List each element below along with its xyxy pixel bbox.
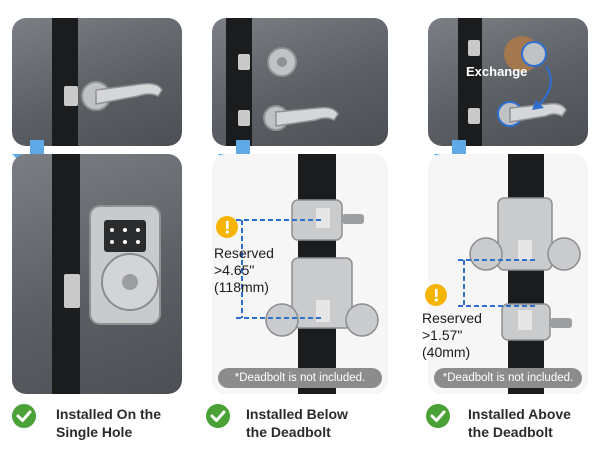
col2-deadbolt-lever-illustration xyxy=(226,18,339,146)
col3-warning-icon xyxy=(425,284,447,306)
col1-bottom-photo xyxy=(12,154,182,394)
col2-caption-line1: Installed Below xyxy=(246,406,348,422)
col3-caption: Installed Above the Deadbolt xyxy=(468,405,571,441)
col3-top-photo: Exchange xyxy=(428,18,588,146)
col3-reserved-metric: (40mm) xyxy=(422,344,471,360)
col3-reserved-block: Reserved >1.57" (40mm) xyxy=(422,310,482,361)
col2-reserved-value: >4.65" xyxy=(214,262,255,278)
col3-reserved-value: >1.57" xyxy=(422,327,463,343)
col2-caption: Installed Below the Deadbolt xyxy=(246,405,348,441)
col1-check-icon xyxy=(12,404,36,428)
col3-caption-line1: Installed Above xyxy=(468,406,571,422)
col2-reserved-block: Reserved >4.65" (118mm) xyxy=(214,245,274,296)
col3-exchange-label: Exchange xyxy=(466,64,528,79)
col2-warning-icon xyxy=(216,216,238,238)
col2-bottom-photo: *Deadbolt is not included. xyxy=(212,154,388,394)
col1-top-lever-illustration xyxy=(52,18,163,146)
col3-deadbolt-note: *Deadbolt is not included. xyxy=(434,368,582,388)
col3-caption-line2: the Deadbolt xyxy=(468,424,553,440)
col1-caption-line2: Single Hole xyxy=(56,424,133,440)
col2-knob-below-deadbolt-illustration xyxy=(236,154,379,394)
col3-reserved-label: Reserved xyxy=(422,310,482,326)
col3-exchange-illustration xyxy=(458,18,567,146)
col2-deadbolt-note: *Deadbolt is not included. xyxy=(218,368,382,388)
col2-reserved-label: Reserved xyxy=(214,245,274,261)
col2-reserved-metric: (118mm) xyxy=(214,279,269,295)
col1-top-photo xyxy=(12,18,182,146)
col3-bottom-photo: *Deadbolt is not included. xyxy=(428,154,588,394)
col1-caption: Installed On the Single Hole xyxy=(56,405,161,441)
col2-check-icon xyxy=(206,404,230,428)
col2-top-photo xyxy=(212,18,388,146)
col3-knob-above-deadbolt-illustration xyxy=(458,154,581,394)
col1-caption-line1: Installed On the xyxy=(56,406,162,422)
col3-check-icon xyxy=(426,404,450,428)
col1-keypad-knob-illustration xyxy=(52,154,161,394)
col2-caption-line2: the Deadbolt xyxy=(246,424,331,440)
